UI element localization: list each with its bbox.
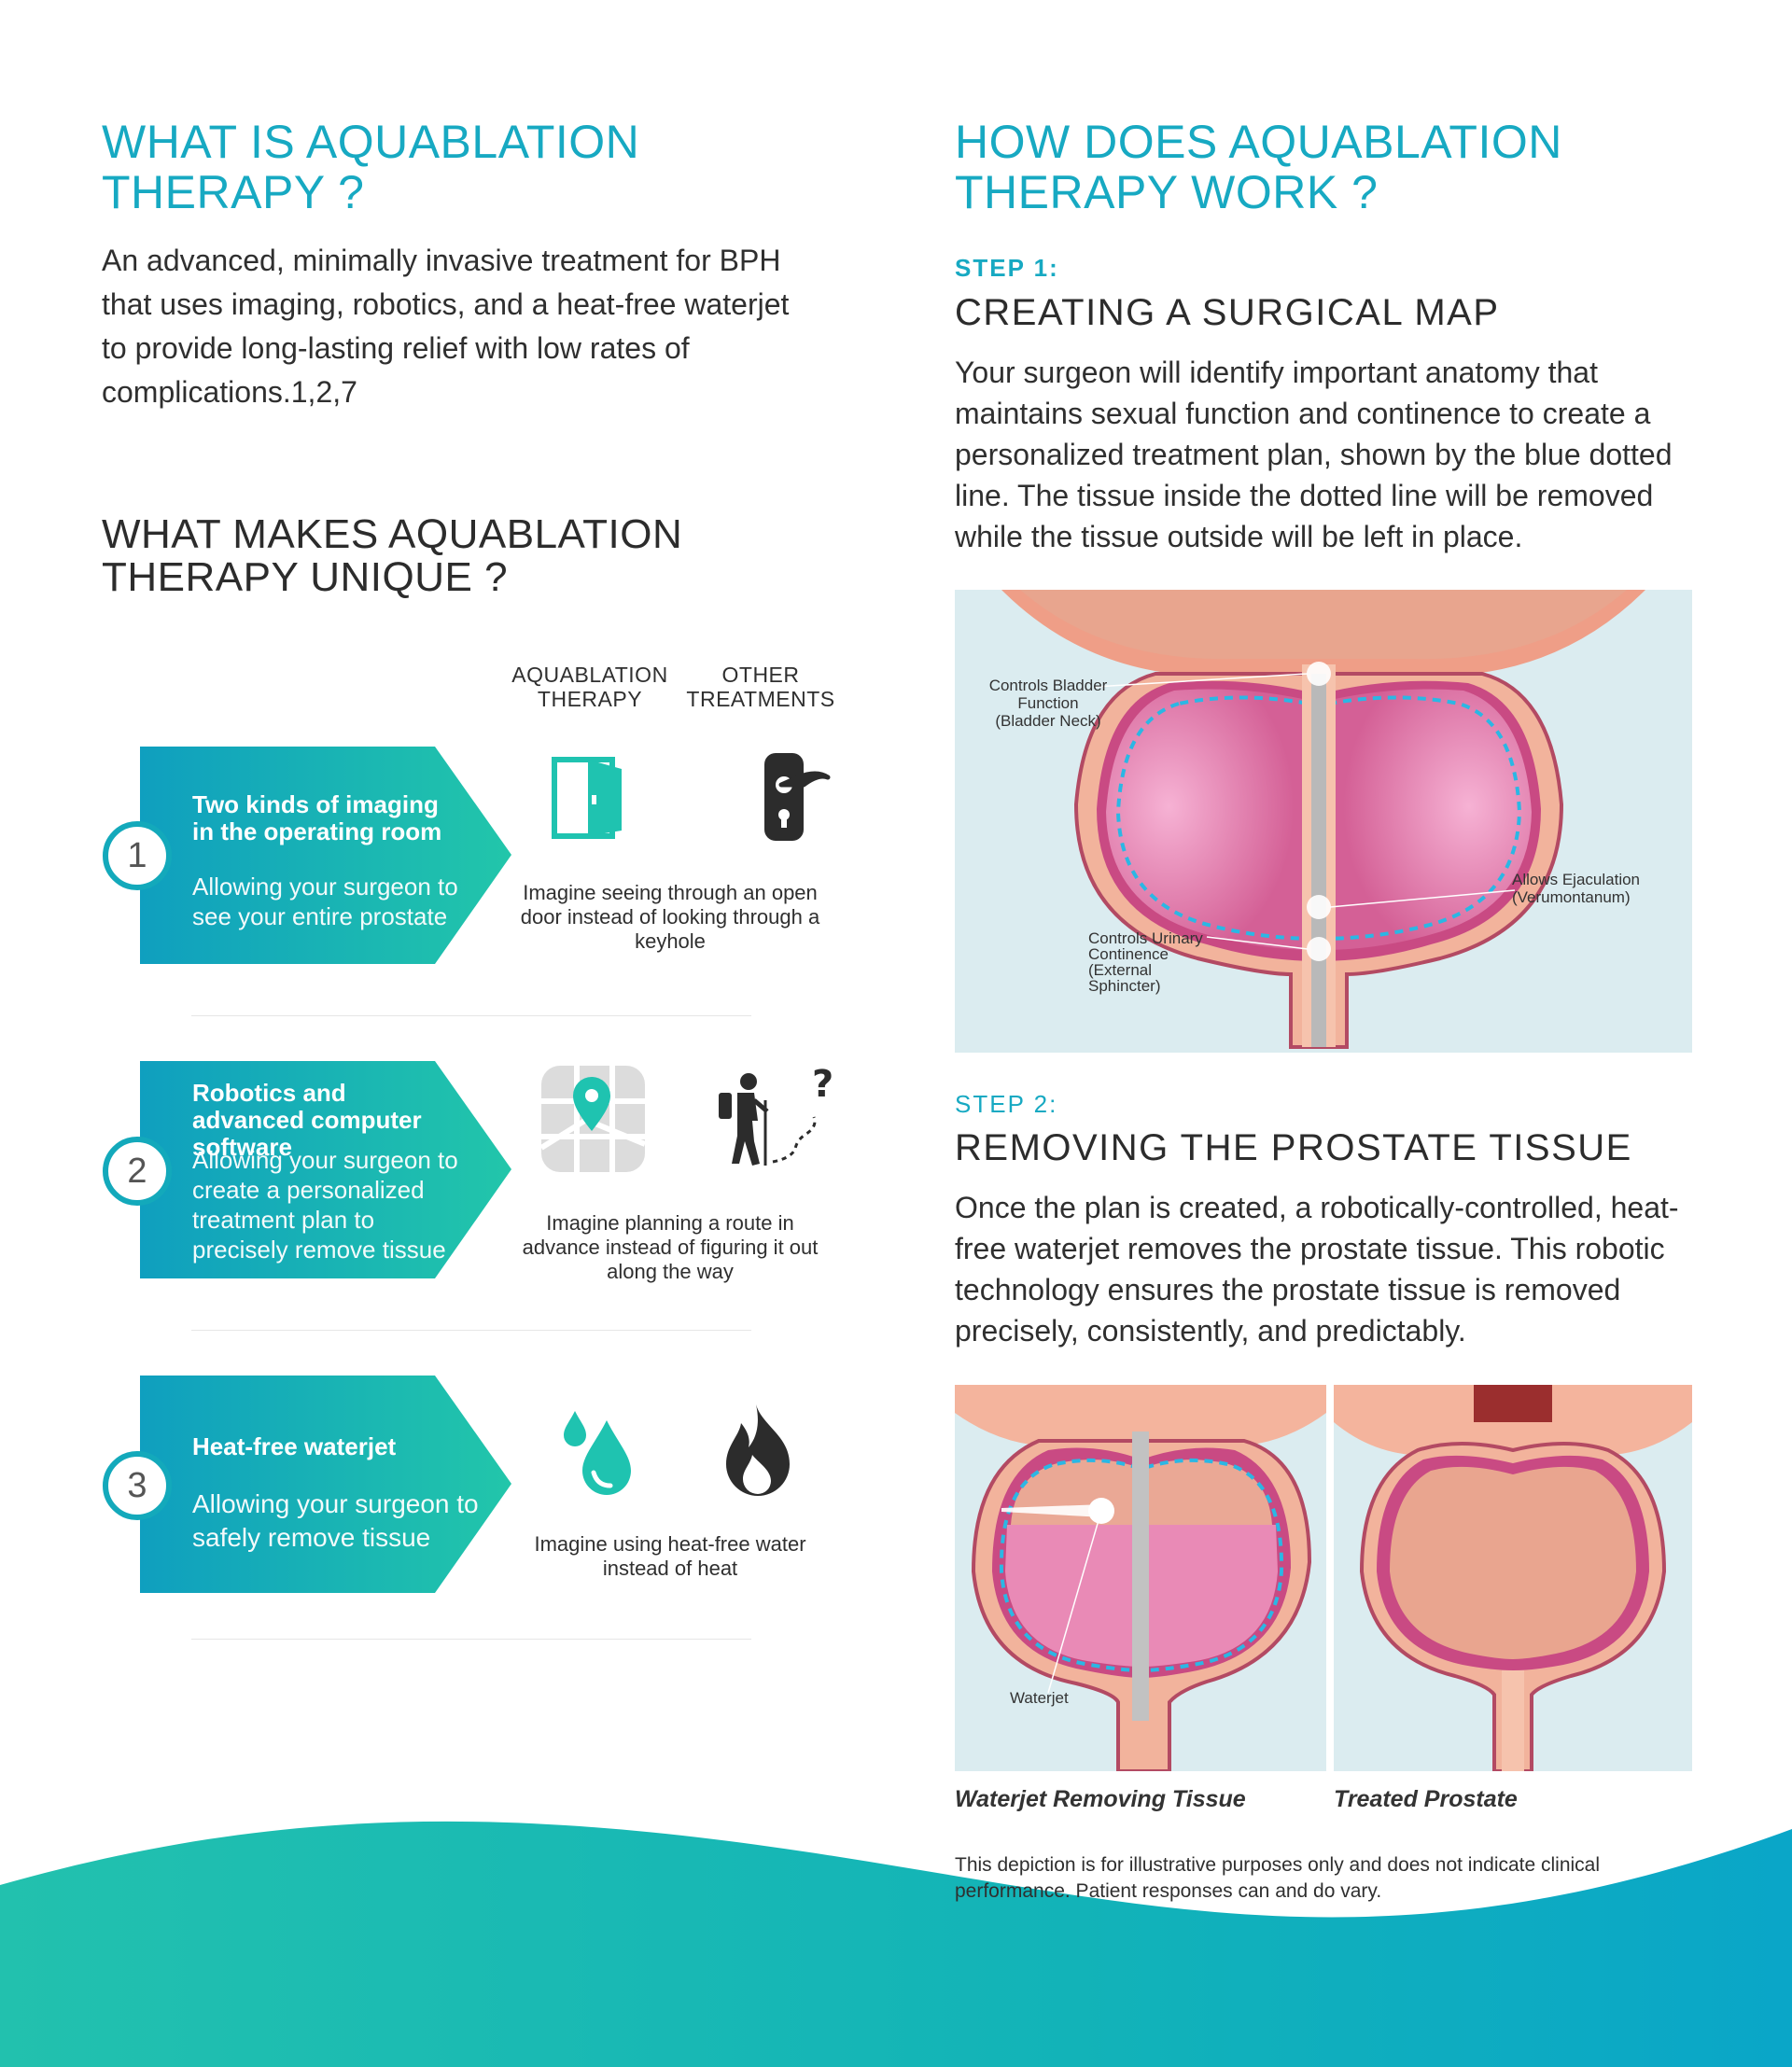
divider-1 bbox=[191, 1015, 751, 1016]
unique-line-1: WHAT MAKES AQUABLATION bbox=[102, 511, 683, 557]
intro-paragraph: An advanced, minimally invasive treatmen… bbox=[102, 244, 790, 409]
unique-line-2: THERAPY UNIQUE ? bbox=[102, 554, 509, 600]
step-2-text: Once the plan is created, a robotically-… bbox=[955, 1191, 1679, 1348]
svg-text:?: ? bbox=[812, 1063, 833, 1106]
title-line-2: THERAPY ? bbox=[102, 166, 365, 218]
feature-card-3: Heat-free waterjet Allowing your surgeon… bbox=[140, 1376, 511, 1593]
step-2-label: STEP 2: bbox=[955, 1090, 1058, 1118]
bottom-wave-decoration bbox=[0, 1821, 1792, 2067]
section-title-unique: WHAT MAKES AQUABLATION THERAPY UNIQUE ? bbox=[102, 513, 682, 599]
open-door-icon bbox=[552, 757, 622, 839]
feature-card-1: Two kinds of imaging in the operating ro… bbox=[140, 747, 511, 964]
label-bladder-neck: Controls Bladder Function (Bladder Neck) bbox=[987, 677, 1109, 730]
step-1-title: CREATING A SURGICAL MAP bbox=[955, 292, 1500, 333]
feature-1-subtitle: Allowing your surgeon to see your entire… bbox=[192, 873, 458, 930]
page-title-what-is: WHAT IS AQUABLATION THERAPY ? bbox=[102, 117, 639, 217]
disclaimer-text: This depiction is for illustrative purpo… bbox=[955, 1854, 1601, 1902]
how-line-1: HOW DOES AQUABLATION bbox=[955, 116, 1562, 168]
feature-2-subtitle: Allowing your surgeon to create a person… bbox=[192, 1146, 458, 1264]
feature-3-caption: Imagine using heat-free water instead of… bbox=[534, 1532, 806, 1580]
ejac-line-2: (Verumontanum) bbox=[1512, 888, 1631, 906]
feature-2-number: 2 bbox=[103, 1137, 172, 1206]
feature-3-subtitle: Allowing your surgeon to safely remove t… bbox=[192, 1489, 479, 1552]
how-line-2: THERAPY WORK ? bbox=[955, 166, 1379, 218]
feature-3-title: Heat-free waterjet bbox=[192, 1432, 397, 1460]
bladder-line-1: Controls Bladder bbox=[988, 677, 1108, 694]
caption-waterjet-removing: Waterjet Removing Tissue bbox=[955, 1786, 1246, 1812]
feature-1-title: Two kinds of imaging in the operating ro… bbox=[192, 790, 442, 845]
ejac-line-1: Allows Ejaculation bbox=[1512, 871, 1641, 888]
col-other-line-2: TREATMENTS bbox=[686, 687, 835, 711]
divider-2 bbox=[191, 1330, 751, 1331]
treated-prostate-diagram bbox=[1334, 1385, 1692, 1771]
page-title-how-it-works: HOW DOES AQUABLATION THERAPY WORK ? bbox=[955, 117, 1562, 217]
surgical-map-diagram bbox=[955, 590, 1692, 1053]
feature-2-caption: Imagine planning a route in advance inst… bbox=[522, 1211, 819, 1283]
feature-2-title: Robotics and advanced computer software bbox=[192, 1079, 422, 1161]
bladder-line-3: (Bladder Neck) bbox=[995, 712, 1101, 730]
step-1-label: STEP 1: bbox=[955, 254, 1059, 282]
label-external-sphincter: Controls Urinary Continence (External Sp… bbox=[1088, 930, 1228, 994]
bladder-line-2: Function bbox=[1017, 694, 1079, 712]
flame-icon bbox=[726, 1404, 790, 1496]
feature-1-number: 1 bbox=[103, 821, 172, 890]
column-header-aquablation: AQUABLATION THERAPY bbox=[497, 663, 683, 711]
water-drop-icon bbox=[564, 1411, 631, 1495]
cont-line-1: Controls Urinary bbox=[1088, 929, 1203, 947]
step-2-title: REMOVING THE PROSTATE TISSUE bbox=[955, 1127, 1632, 1168]
col-aqua-line-2: THERAPY bbox=[537, 687, 643, 711]
map-pin-icon bbox=[539, 1066, 647, 1172]
column-header-other: OTHER TREATMENTS bbox=[672, 663, 849, 711]
cont-line-2: Continence bbox=[1088, 945, 1169, 963]
caption-treated-prostate: Treated Prostate bbox=[1334, 1786, 1518, 1812]
feature-3-number: 3 bbox=[103, 1451, 172, 1520]
divider-3 bbox=[191, 1639, 751, 1640]
waterjet-diagram bbox=[955, 1385, 1326, 1771]
col-aqua-line-1: AQUABLATION bbox=[511, 663, 668, 687]
feature-1-caption: Imagine seeing through an open door inst… bbox=[520, 881, 820, 953]
keyhole-icon bbox=[764, 753, 831, 841]
step-1-text: Your surgeon will identify important ana… bbox=[955, 356, 1673, 553]
label-verumontanum: Allows Ejaculation (Verumontanum) bbox=[1512, 871, 1643, 906]
hiker-icon: ? bbox=[719, 1063, 833, 1166]
label-waterjet: Waterjet bbox=[1010, 1689, 1069, 1707]
col-other-line-1: OTHER bbox=[721, 663, 800, 687]
title-line-1: WHAT IS AQUABLATION bbox=[102, 116, 640, 168]
feature-card-2: Robotics and advanced computer software … bbox=[140, 1061, 511, 1278]
cont-line-3: (External Sphincter) bbox=[1088, 961, 1161, 995]
